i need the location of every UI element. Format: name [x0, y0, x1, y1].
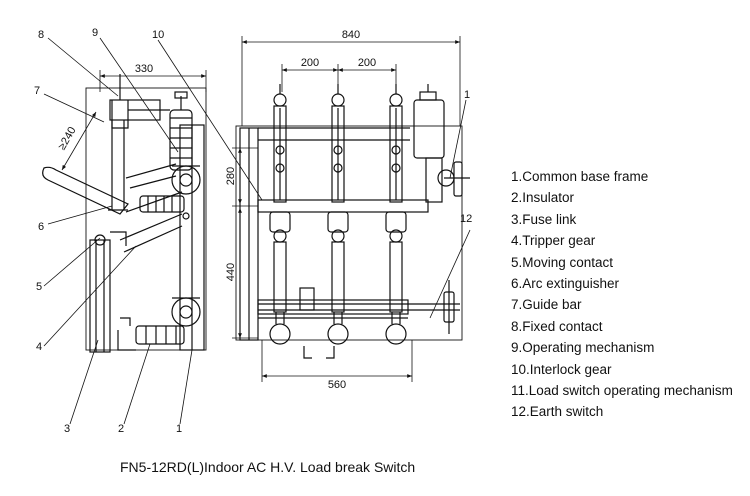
legend-item: 9.Operating mechanism — [511, 340, 655, 356]
legend-item: 6.Arc extinguisher — [511, 276, 620, 292]
callout-1-side: 1 — [176, 423, 182, 435]
phase-pole-c — [385, 84, 407, 345]
phase-poles — [269, 84, 407, 345]
callout-12: 12 — [460, 213, 472, 225]
lower-pulley — [171, 297, 201, 327]
load-switch-mechanism — [413, 99, 445, 159]
callout-1-front: 1 — [464, 89, 470, 101]
legend-item: 8.Fixed contact — [511, 318, 603, 334]
legend-item: 10.Interlock gear — [511, 361, 612, 377]
front-dimensions — [232, 36, 461, 382]
callout-8: 8 — [38, 29, 44, 41]
legend-item: 4.Tripper gear — [511, 233, 596, 249]
callout-6: 6 — [38, 221, 44, 233]
legend-item: 2.Insulator — [511, 190, 575, 206]
side-top-insulator — [169, 109, 193, 171]
callout-5: 5 — [36, 281, 42, 293]
front-leaders — [429, 99, 471, 319]
side-leaders — [43, 37, 263, 425]
dim-side-width: 330 — [135, 63, 153, 75]
callout-7: 7 — [34, 85, 40, 97]
legend-item: 3.Fuse link — [511, 211, 577, 227]
dim-height-upper: 280 — [225, 167, 237, 185]
side-view — [42, 74, 207, 353]
callout-4: 4 — [36, 341, 42, 353]
legend-item: 5.Moving contact — [511, 254, 614, 270]
fuse-link — [89, 239, 111, 353]
front-view — [235, 84, 470, 359]
legend-item: 11.Load switch operating mechanism — [511, 383, 733, 399]
legend-item: 12.Earth switch — [511, 404, 604, 420]
callout-2: 2 — [118, 423, 124, 435]
legend-item: 1.Common base frame — [511, 169, 649, 184]
callout-3: 3 — [64, 423, 70, 435]
dim-phase-spacing-1: 200 — [301, 57, 319, 69]
parts-legend: 1.Common base frame 2.Insulator 3.Fuse l… — [511, 166, 733, 423]
callout-10: 10 — [152, 29, 164, 41]
operating-handle — [42, 166, 129, 215]
dim-base-width: 560 — [328, 379, 346, 391]
legend-item: 7.Guide bar — [511, 297, 582, 313]
dim-height-lower: 440 — [225, 263, 237, 281]
phase-pole-b — [327, 84, 349, 345]
phase-pole-a — [269, 84, 291, 345]
callout-9: 9 — [92, 27, 98, 39]
dim-phase-spacing-2: 200 — [358, 57, 376, 69]
dim-overall-width: 840 — [342, 29, 360, 41]
figure-caption: FN5-12RD(L)Indoor AC H.V. Load break Swi… — [120, 459, 416, 475]
side-bottom-insulator — [135, 325, 185, 345]
